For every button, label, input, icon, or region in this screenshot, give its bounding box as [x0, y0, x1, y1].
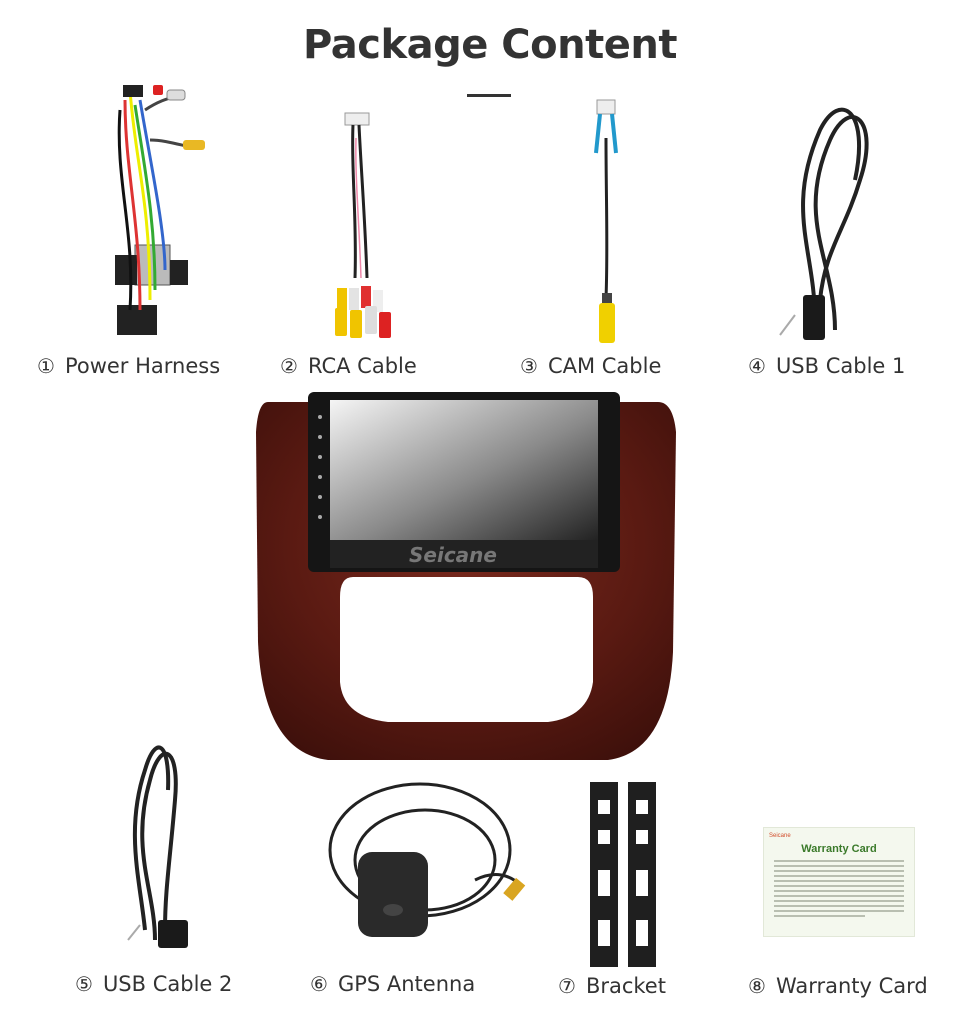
warranty-card-image: Seicane Warranty Card [763, 827, 915, 937]
car-radio-unit-image: Seicane [248, 392, 680, 762]
gps-antenna-image [325, 780, 535, 945]
usb-cable-1-image [775, 100, 885, 350]
warranty-card-text-lines [774, 860, 904, 920]
warranty-card-title: Warranty Card [801, 843, 877, 855]
warranty-card-brand: Seicane [769, 833, 791, 839]
usb-cable-2-image [120, 740, 195, 955]
page-title: Package Content [303, 22, 677, 68]
cam-cable-image [582, 98, 632, 348]
radio-brand-text: Seicane [409, 543, 497, 567]
title-underline [467, 94, 511, 97]
bracket-image [588, 780, 660, 970]
power-harness-image [95, 80, 205, 345]
rca-cable-image [325, 108, 395, 348]
